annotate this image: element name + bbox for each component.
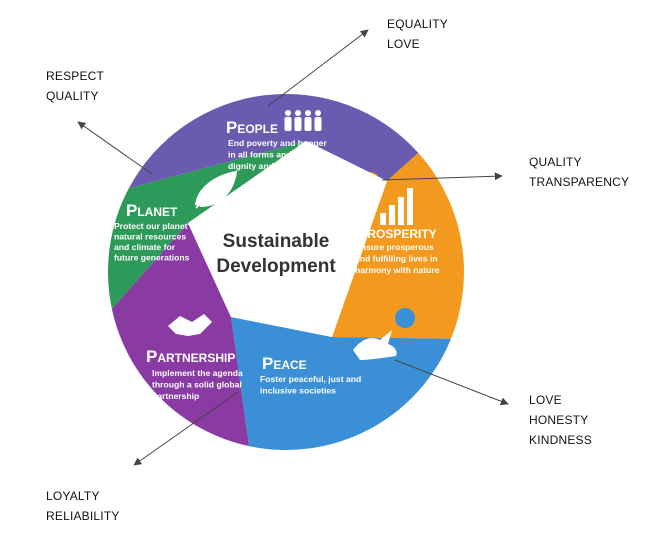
arrow-prosperity [381,172,503,181]
dove-icon [353,330,397,360]
segment-title-peace: PEACE [262,354,307,373]
callout-peace-line: KINDNESS [529,433,592,447]
segment-planet [107,141,306,309]
segment-desc-planet: and climate for [114,242,176,252]
callout-prosperity-line: TRANSPARENCY [529,175,630,189]
segment-title-planet: PLANET [126,201,178,220]
callout-partnership-line: RELIABILITY [46,509,120,523]
callout-partnership: LOYALTY RELIABILITY [46,486,120,526]
segment-desc-peace: inclusive societies [260,386,336,396]
segment-desc-planet: Protect our planet's [114,221,195,231]
callout-prosperity-line: QUALITY [529,155,582,169]
people-icon [284,110,322,131]
puzzle-knob [208,140,228,160]
callout-prosperity: QUALITY TRANSPARENCY [529,152,629,192]
segment-desc-planet: natural resources [114,232,186,242]
segment-desc-planet: future generations [114,253,190,263]
segment-desc-partnership: through a solid global [152,380,242,390]
callout-people: EQUALITY LOVE [387,14,448,54]
center-title-line: Sustainable [223,231,330,252]
segment-desc-prosperity: harmony with nature [355,265,440,275]
puzzle-knob [395,308,415,328]
arrow-partnership [133,391,239,466]
segment-title-people: PEOPLE [226,118,278,137]
bar-chart-icon [380,188,413,225]
segment-desc-prosperity: and fulfilling lives in [355,254,438,264]
leaf-icon [195,170,238,209]
segment-people [128,93,419,189]
segment-desc-prosperity: Ensure prosperous [355,242,434,252]
arrow-peace [394,359,509,406]
segment-title-partnership: PARTNERSHIP [146,347,235,366]
center-title-line: Development [216,256,336,277]
callout-peace: LOVE HONESTY KINDNESS [529,390,592,450]
puzzle-knob [258,390,278,410]
callout-peace-line: HONESTY [529,413,589,427]
center-pentagon [188,141,387,337]
handshake-icon [168,314,212,336]
segment-prosperity [332,152,464,339]
callout-people-line: LOVE [387,37,420,51]
puzzle-knob [142,286,162,306]
callout-people-line: EQUALITY [387,17,448,31]
segment-desc-partnership: Implement the agenda [152,368,243,378]
callout-planet-line: RESPECT [46,69,105,83]
callout-planet-line: QUALITY [46,89,99,103]
callout-planet: RESPECT QUALITY [46,66,104,106]
arrow-planet [77,121,153,175]
callout-partnership-line: LOYALTY [46,489,100,503]
callout-peace-line: LOVE [529,393,562,407]
arrow-people [267,29,369,107]
segment-desc-peace: Foster peaceful, just and [260,374,361,384]
segment-title-prosperity: PROSPERITY [356,223,437,242]
segment-desc-people: dignity and equality [228,161,309,171]
segment-peace [231,317,451,450]
segment-desc-people: in all forms and ensure [228,150,322,160]
segment-desc-partnership: partnership [152,391,199,401]
segment-desc-people: End poverty and hunger [228,138,327,148]
